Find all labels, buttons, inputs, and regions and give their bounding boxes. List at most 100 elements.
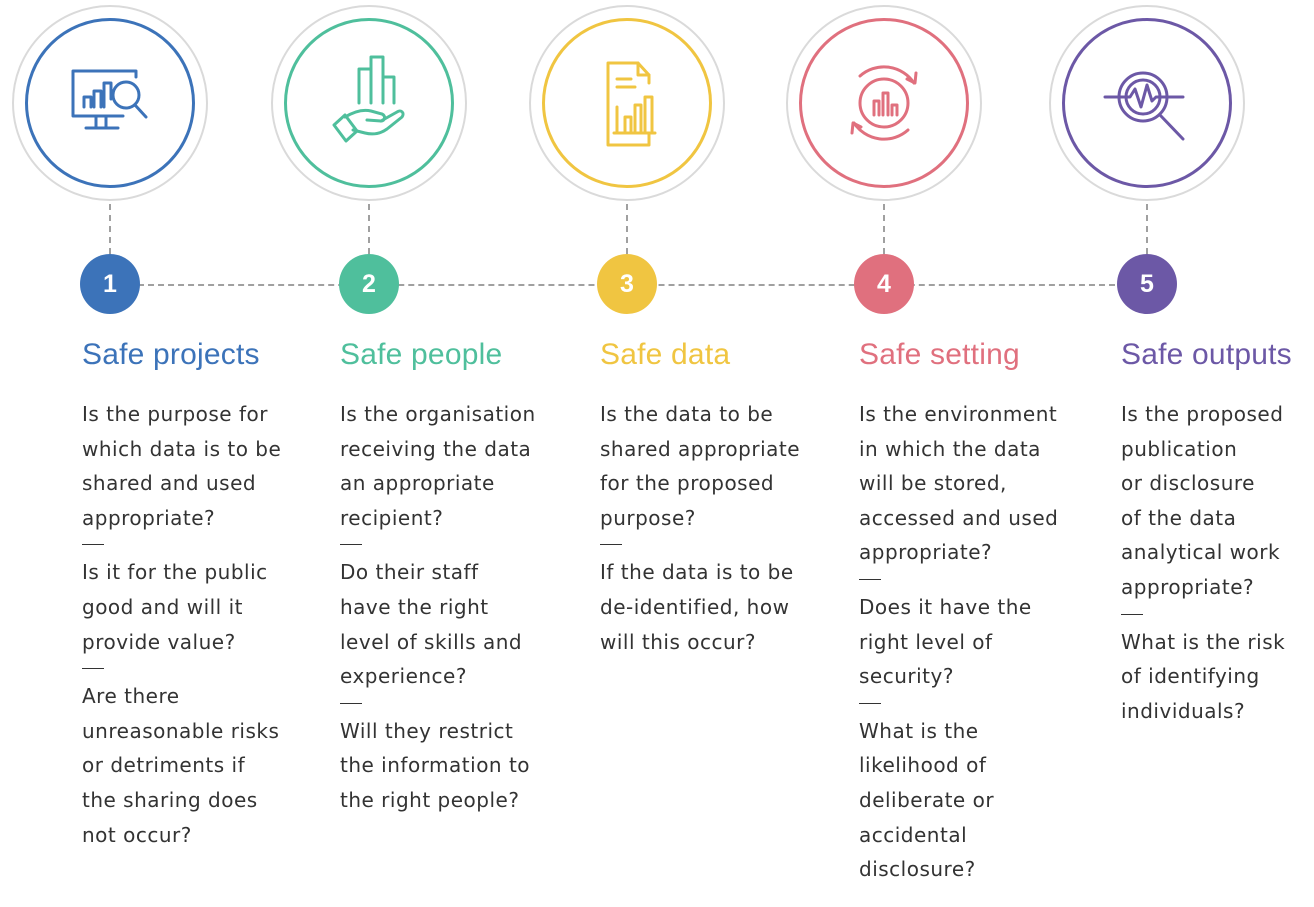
- question-divider: [340, 702, 362, 704]
- question-line: Do their staff: [340, 560, 479, 585]
- question-line: de-identified, how: [600, 594, 790, 619]
- question-line: Will they restrict: [340, 718, 514, 743]
- question-line: of identifying: [1121, 664, 1260, 689]
- step-title: Safe projects: [82, 338, 260, 371]
- step-icon-ring: [284, 18, 454, 188]
- step-icon-frame: [529, 5, 725, 201]
- step-connector: [368, 204, 370, 254]
- step-icon-frame: [1049, 5, 1245, 201]
- step-icon-frame: [271, 5, 467, 201]
- question-line: likelihood of: [859, 753, 987, 778]
- step-title: Safe people: [340, 338, 503, 371]
- step-number-badge: 2: [339, 254, 399, 314]
- question-divider: [82, 544, 104, 546]
- question-line: or disclosure: [1121, 471, 1255, 496]
- step-number-badge: 1: [80, 254, 140, 314]
- question-line: If the data is to be: [600, 560, 794, 585]
- question-line: level of skills and: [340, 629, 523, 654]
- step-icon-frame: [786, 5, 982, 201]
- step-number-badge: 5: [1117, 254, 1177, 314]
- step-questions: Is the organisation receiving the data an …: [340, 397, 536, 818]
- question: Is the purpose for which data is to be sha…: [82, 397, 281, 535]
- question: Do their staff have the right level of ski…: [340, 555, 536, 693]
- question-line: Does it have the: [859, 594, 1032, 619]
- question-line: appropriate?: [859, 540, 993, 565]
- question: Is the organisation receiving the data an …: [340, 397, 536, 535]
- question-line: not occur?: [82, 822, 192, 847]
- question-divider: [859, 702, 881, 704]
- question-line: will be stored,: [859, 471, 1007, 496]
- question-line: What is the risk: [1121, 629, 1286, 654]
- question: What is the risk of identifying individual…: [1121, 625, 1285, 729]
- step-connector: [883, 204, 885, 254]
- question-line: analytical work: [1121, 540, 1281, 565]
- question-line: Is the purpose for: [82, 402, 268, 426]
- question-line: unreasonable risks: [82, 718, 280, 743]
- question-line: experience?: [340, 664, 467, 689]
- question-line: Is the data to be: [600, 402, 774, 426]
- question-line: have the right: [340, 594, 489, 619]
- question-line: good and will it: [82, 594, 243, 619]
- step-title: Safe setting: [859, 338, 1020, 371]
- question-divider: [82, 668, 104, 670]
- question-line: receiving the data: [340, 436, 532, 461]
- question-divider: [859, 578, 881, 580]
- question-divider: [340, 544, 362, 546]
- question-line: appropriate?: [82, 505, 216, 530]
- question-line: publication: [1121, 436, 1238, 461]
- question-line: in which the data: [859, 436, 1041, 461]
- question-line: purpose?: [600, 505, 696, 530]
- question-line: the right people?: [340, 787, 520, 812]
- question: Is the proposed publication or disclosure o…: [1121, 397, 1285, 605]
- question-line: What is the: [859, 718, 979, 743]
- question-line: recipient?: [340, 505, 444, 530]
- question-line: right level of: [859, 629, 993, 654]
- question-line: for the proposed: [600, 471, 775, 496]
- step-icon-ring: [25, 18, 195, 188]
- question-line: Is it for the public: [82, 560, 268, 585]
- step-title: Safe data: [600, 338, 731, 371]
- step-icon-frame: [12, 5, 208, 201]
- question-divider: [600, 544, 622, 546]
- question-line: or detriments if: [82, 753, 246, 778]
- question-line: Is the proposed: [1121, 402, 1284, 426]
- question-line: Is the organisation: [340, 402, 536, 426]
- question-line: an appropriate: [340, 471, 495, 496]
- question-line: deliberate or: [859, 787, 995, 812]
- step-number-badge: 3: [597, 254, 657, 314]
- question-line: the sharing does: [82, 787, 258, 812]
- question-line: which data is to be: [82, 436, 282, 461]
- step-title: Safe outputs: [1121, 338, 1292, 371]
- question-line: Is the environment: [859, 402, 1058, 426]
- question-line: shared and used: [82, 471, 257, 496]
- step-icon-ring: [542, 18, 712, 188]
- question-line: individuals?: [1121, 698, 1246, 723]
- question: Is the environment in which the data will …: [859, 397, 1058, 570]
- step-questions: Is the purpose for which data is to be sha…: [82, 397, 281, 852]
- step-questions: Is the proposed publication or disclosure o…: [1121, 397, 1285, 728]
- question-line: of the data: [1121, 505, 1237, 530]
- question-line: security?: [859, 664, 954, 689]
- question-line: will this occur?: [600, 629, 756, 654]
- question-line: shared appropriate: [600, 436, 801, 461]
- question: If the data is to be de-identified, how wi…: [600, 555, 800, 659]
- step-connector: [109, 204, 111, 254]
- question-divider: [1121, 613, 1143, 615]
- step-questions: Is the environment in which the data will …: [859, 397, 1058, 887]
- step-icon-ring: [799, 18, 969, 188]
- question-line: appropriate?: [1121, 574, 1255, 599]
- step-connector: [626, 204, 628, 254]
- question: Is the data to be shared appropriate for t…: [600, 397, 800, 535]
- question: Does it have the right level of security?: [859, 590, 1058, 694]
- step-number-badge: 4: [854, 254, 914, 314]
